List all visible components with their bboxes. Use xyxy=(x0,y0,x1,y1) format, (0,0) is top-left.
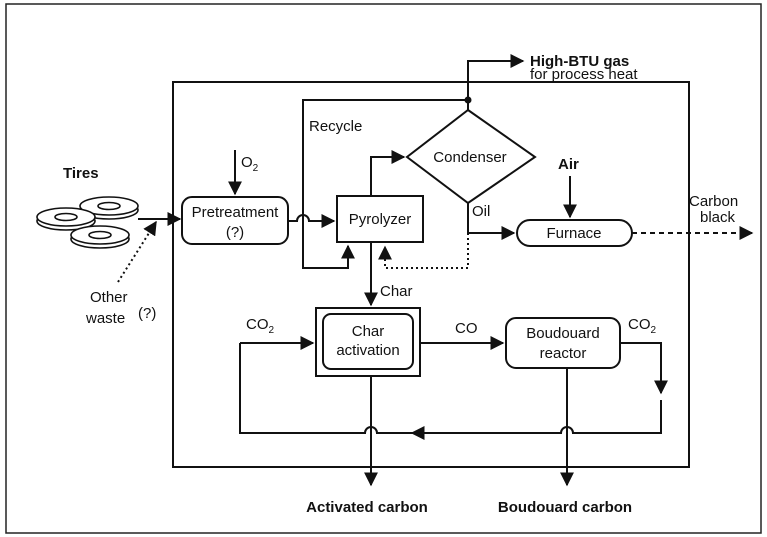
other-waste-label-2: waste xyxy=(85,310,125,327)
char-activation-label-1: Char xyxy=(352,323,385,340)
process-boundary xyxy=(172,81,690,468)
pretreatment-label: Pretreatment xyxy=(192,204,280,221)
co2-left-label: CO2 xyxy=(246,316,275,336)
other-waste-question: (?) xyxy=(138,305,156,322)
high-btu-label-2: for process heat xyxy=(530,66,638,83)
tires-icon xyxy=(36,196,139,249)
condenser-label: Condenser xyxy=(433,149,506,166)
page-frame xyxy=(5,3,762,534)
other-waste-arrow xyxy=(117,220,157,283)
co2-return-line xyxy=(410,400,662,440)
activated-carbon-label: Activated carbon xyxy=(306,499,428,516)
o2-label: O2 xyxy=(241,154,259,174)
pyrolyzer-to-condenser-arrow xyxy=(370,150,406,196)
carbon-black-label-2: black xyxy=(700,209,736,226)
oil-label: Oil xyxy=(472,203,490,220)
pretreatment-to-pyrolyzer-arrow xyxy=(288,214,336,228)
pyrolyzer-label: Pyrolyzer xyxy=(349,211,412,228)
char-activation-inner xyxy=(322,313,414,370)
recycle-label: Recycle xyxy=(309,118,362,135)
carbon-black-label-1: Carbon xyxy=(689,193,738,210)
oil-recycle-dotted-arrow xyxy=(378,233,469,269)
gas-junction-dot xyxy=(464,96,472,104)
co2-right-label: CO2 xyxy=(628,316,657,336)
co-label: CO xyxy=(455,320,478,337)
tires-label: Tires xyxy=(63,165,99,182)
furnace-label: Furnace xyxy=(546,225,601,242)
boudouard-carbon-label: Boudouard carbon xyxy=(498,499,632,516)
co2-right-arrow xyxy=(620,342,668,395)
high-btu-gas-arrow xyxy=(467,54,525,110)
boudouard-label-2: reactor xyxy=(540,345,587,362)
char-activation-label-2: activation xyxy=(336,342,399,359)
air-label: Air xyxy=(558,156,579,173)
other-waste-label-1: Other xyxy=(90,289,128,306)
char-label: Char xyxy=(380,283,413,300)
high-btu-label-1: High-BTU gas xyxy=(530,53,629,70)
recycle-line xyxy=(302,99,468,269)
boudouard-label-1: Boudouard xyxy=(526,325,599,342)
pretreatment-question: (?) xyxy=(226,224,244,241)
pyrolyzer-box xyxy=(336,195,424,243)
